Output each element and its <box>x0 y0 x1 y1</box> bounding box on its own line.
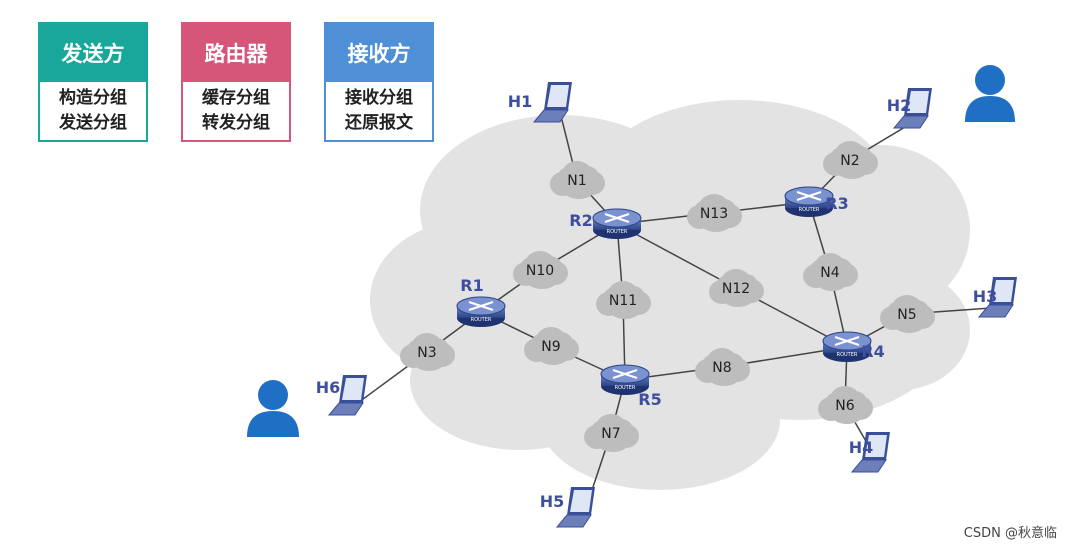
router-badge: ROUTER <box>799 207 820 213</box>
network-label: N5 <box>897 307 916 323</box>
receiver-duties: 接收分组 还原报文 <box>326 82 432 140</box>
router-r3: ROUTER <box>784 186 834 217</box>
network-label: N3 <box>417 345 436 361</box>
router-label: R5 <box>638 390 661 409</box>
laptop-icon-h1 <box>532 82 572 123</box>
router-title: 路由器 <box>183 24 289 82</box>
router-badge: ROUTER <box>471 317 492 323</box>
host-label: H2 <box>887 96 912 115</box>
sender-duty-1: 构造分组 <box>59 88 127 108</box>
network-label: N9 <box>541 339 560 355</box>
network-n12: N12 <box>709 269 764 307</box>
laptop-icon-h4 <box>850 432 890 473</box>
laptop-icon-h2 <box>892 88 932 129</box>
network-n2: N2 <box>823 141 878 179</box>
host-label: H3 <box>973 287 998 306</box>
router-badge: ROUTER <box>837 352 858 358</box>
router-r4: ROUTER <box>822 331 872 362</box>
sender-duty-2: 发送分组 <box>59 113 127 133</box>
network-label: N7 <box>601 426 620 442</box>
network-n9: N9 <box>524 327 579 365</box>
router-label: R2 <box>569 211 592 230</box>
router-label: R4 <box>861 342 884 361</box>
network-label: N13 <box>700 206 728 222</box>
sender-duties: 构造分组 发送分组 <box>40 82 146 140</box>
router-label: R1 <box>460 276 483 295</box>
internet-cloud <box>370 100 970 490</box>
network-n5: N5 <box>880 295 935 333</box>
host-label: H1 <box>508 92 533 111</box>
host-label: H6 <box>316 378 341 397</box>
network-n1: N1 <box>550 161 605 199</box>
router-duty-1: 缓存分组 <box>202 88 270 108</box>
laptop-icon-h6 <box>327 375 367 416</box>
router-badge: ROUTER <box>615 385 636 391</box>
sender-person-icon <box>247 380 299 437</box>
router-r1: ROUTER <box>456 296 506 327</box>
laptop-icon-h5 <box>555 487 595 528</box>
host-label: H5 <box>540 492 565 511</box>
network-n11: N11 <box>596 281 651 319</box>
network-label: N11 <box>609 293 637 309</box>
sender-title: 发送方 <box>40 24 146 82</box>
receiver-duty-2: 还原报文 <box>345 113 413 133</box>
receiver-person-icon <box>965 65 1015 122</box>
router-duty-2: 转发分组 <box>202 113 270 133</box>
router-card: 路由器 缓存分组 转发分组 <box>181 22 291 142</box>
receiver-duty-1: 接收分组 <box>345 88 413 108</box>
laptop-icon-h3 <box>977 277 1017 318</box>
network-n7: N7 <box>584 414 639 452</box>
network-n10: N10 <box>513 251 568 289</box>
network-label: N8 <box>712 360 731 376</box>
router-r2: ROUTER <box>592 208 642 239</box>
router-badge: ROUTER <box>607 229 628 235</box>
network-label: N10 <box>526 263 554 279</box>
receiver-title: 接收方 <box>326 24 432 82</box>
network-n3: N3 <box>400 333 455 371</box>
network-label: N6 <box>835 398 854 414</box>
router-r5: ROUTER <box>600 364 650 395</box>
sender-card: 发送方 构造分组 发送分组 <box>38 22 148 142</box>
receiver-card: 接收方 接收分组 还原报文 <box>324 22 434 142</box>
network-n6: N6 <box>818 386 873 424</box>
host-label: H4 <box>849 438 874 457</box>
router-duties: 缓存分组 转发分组 <box>183 82 289 140</box>
network-label: N12 <box>722 281 750 297</box>
network-n4: N4 <box>803 253 858 291</box>
network-n13: N13 <box>687 194 742 232</box>
watermark: CSDN @秋意临 <box>963 526 1057 541</box>
network-label: N4 <box>820 265 839 281</box>
router-label: R3 <box>825 194 848 213</box>
network-n8: N8 <box>695 348 750 386</box>
network-label: N2 <box>840 153 859 169</box>
network-label: N1 <box>567 173 586 189</box>
